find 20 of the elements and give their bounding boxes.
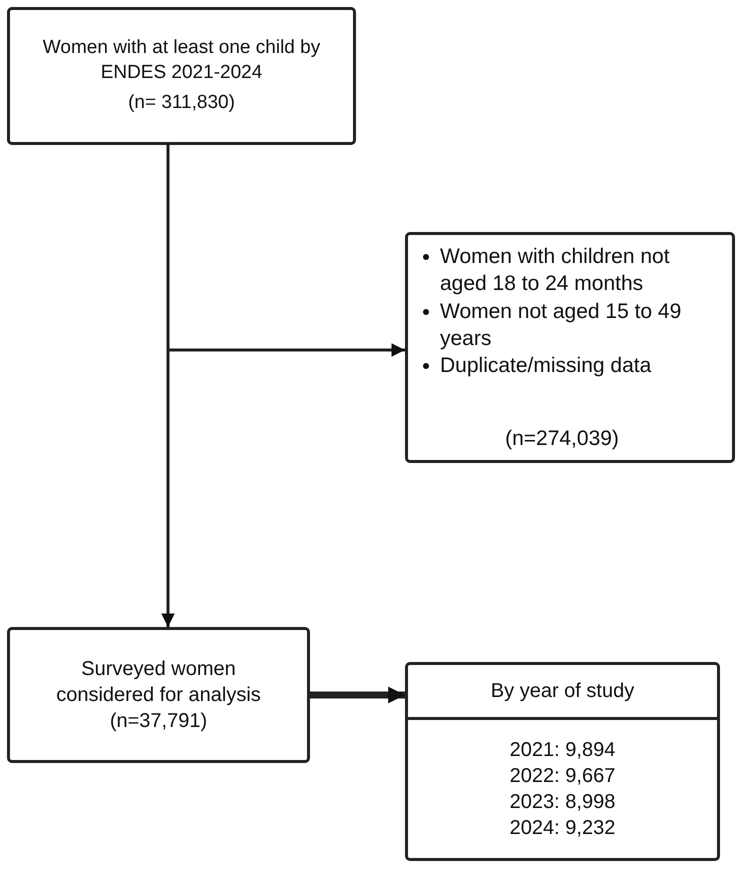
- count-text: (n=274,039): [504, 426, 620, 452]
- header-box: [405, 662, 720, 720]
- box-text: 2021: 9,894: [510, 738, 616, 763]
- box-text: (n=37,791): [110, 709, 208, 734]
- bullet-text: Women not aged 15 to 49 years: [440, 298, 682, 352]
- box-text: 2023: 8,998: [510, 790, 616, 815]
- bullet-text: Women with children not aged 18 to 24 months: [440, 244, 671, 298]
- source-box: [7, 7, 356, 145]
- analysis-box: [7, 627, 310, 763]
- arrow: [310, 686, 405, 704]
- box-text: 2024: 9,232: [510, 816, 616, 841]
- box-text: (n= 311,830): [128, 91, 235, 116]
- breakdown-box: [405, 717, 720, 861]
- box-text: 2022: 9,667: [510, 764, 616, 789]
- arrow: [166, 145, 405, 357]
- exclusion-box: [405, 232, 735, 463]
- box-text: By year of study: [490, 679, 634, 704]
- box-text: Women with at least one child by ENDES 2021-2024: [42, 36, 322, 85]
- box-text: Surveyed women considered for analysis: [55, 657, 262, 708]
- bullet-text: Duplicate/missing data: [440, 353, 652, 380]
